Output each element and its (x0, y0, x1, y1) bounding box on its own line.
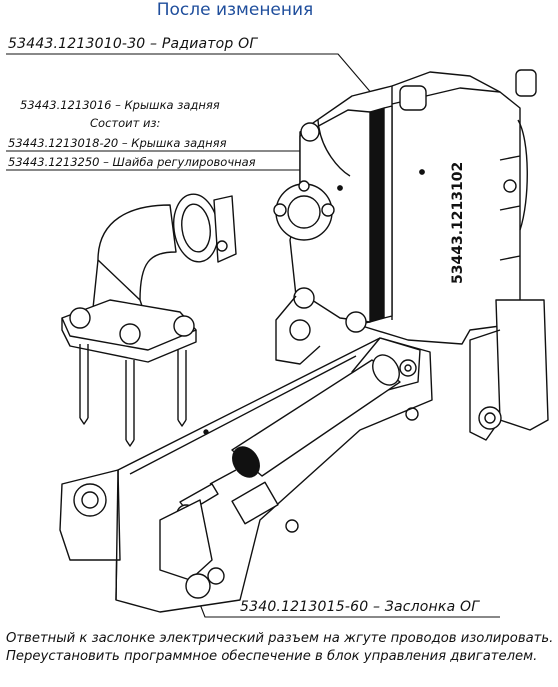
label-rear-cover-part: 53443.1213018-20 – Крышка задняя (8, 136, 227, 150)
elbow-pipe (91, 193, 237, 337)
label-radiator: 53443.1213010-30 – Радиатор ОГ (8, 36, 258, 52)
heading: После изменения (156, 0, 314, 20)
installation-note: Ответный к заслонке электрический разъем… (6, 631, 554, 664)
flange-with-studs (61, 299, 197, 447)
label-consists-of: Состоит из: (90, 116, 161, 130)
body-marking: 53443.1213102 (450, 162, 466, 284)
label-shim: 53443.1213250 – Шайба регулировочная (8, 155, 256, 169)
label-flap: 5340.1213015-60 – Заслонка ОГ (240, 599, 480, 615)
rear-cover (273, 109, 425, 365)
actuator-cylinder (159, 354, 401, 599)
label-rear-cover: 53443.1213016 – Крышка задняя (20, 98, 220, 112)
